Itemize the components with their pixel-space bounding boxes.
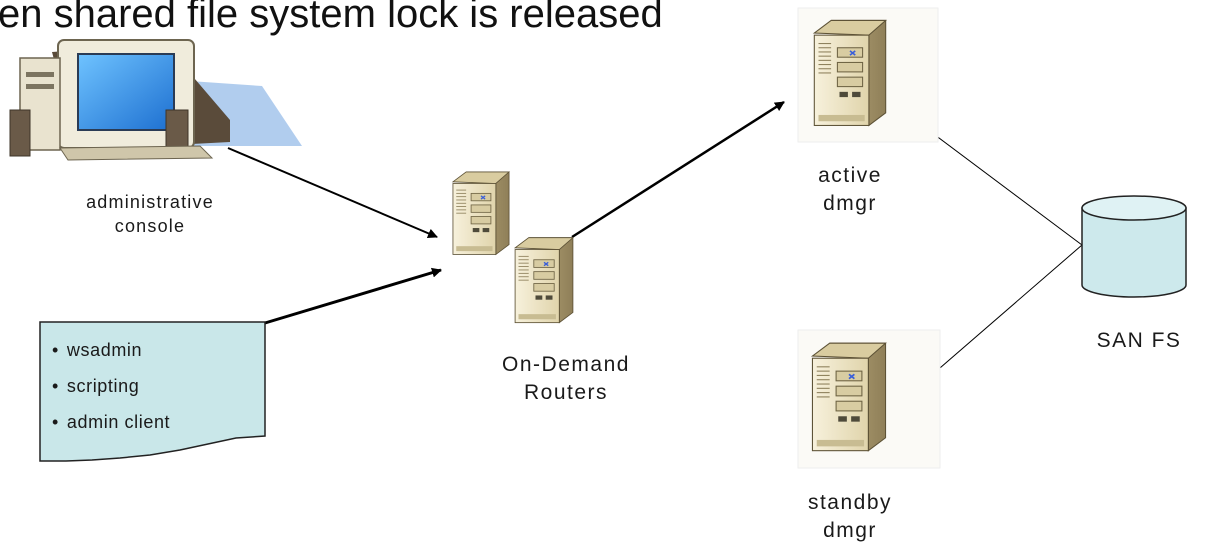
- clients-note-list: wsadmin scripting admin client: [52, 340, 170, 448]
- active-dmgr-label: active dmgr: [780, 162, 920, 218]
- active-dmgr-label-line2: dmgr: [823, 192, 877, 215]
- router-server-icon: [514, 236, 574, 324]
- active-dmgr-server-icon: [813, 19, 887, 127]
- clients-note-item: wsadmin: [52, 340, 170, 376]
- admin-console-label: administrative console: [40, 190, 260, 238]
- standby-dmgr-label-line1: standby: [807, 491, 893, 514]
- slide-title: en shared file system lock is released: [0, 0, 663, 36]
- edge-active-to-san: [914, 119, 1083, 246]
- active-dmgr-label-line1: active: [818, 164, 882, 187]
- clients-note-item: admin client: [52, 412, 170, 448]
- router-server-icon: [452, 171, 510, 256]
- clients-note-item: scripting: [52, 376, 170, 412]
- admin-console-label-line1: administrative: [86, 192, 214, 212]
- workstation-icon: [9, 39, 302, 161]
- routers-label: On-Demand Routers: [456, 351, 676, 407]
- database-cylinder-icon: [1081, 195, 1187, 298]
- edge-standby-to-san: [917, 244, 1083, 388]
- standby-dmgr-label: standby dmgr: [780, 489, 920, 545]
- standby-dmgr-server-icon: [811, 342, 887, 452]
- standby-dmgr-label-line2: dmgr: [823, 519, 877, 542]
- san-fs-label: SAN FS: [1096, 329, 1182, 352]
- edge-clients-to-routers: [264, 267, 442, 325]
- admin-console-label-line2: console: [114, 216, 186, 236]
- edge-routers-to-active: [571, 100, 785, 239]
- routers-label-line1: On-Demand: [502, 353, 630, 376]
- routers-label-line2: Routers: [523, 381, 609, 404]
- edge-console-to-routers: [227, 147, 438, 239]
